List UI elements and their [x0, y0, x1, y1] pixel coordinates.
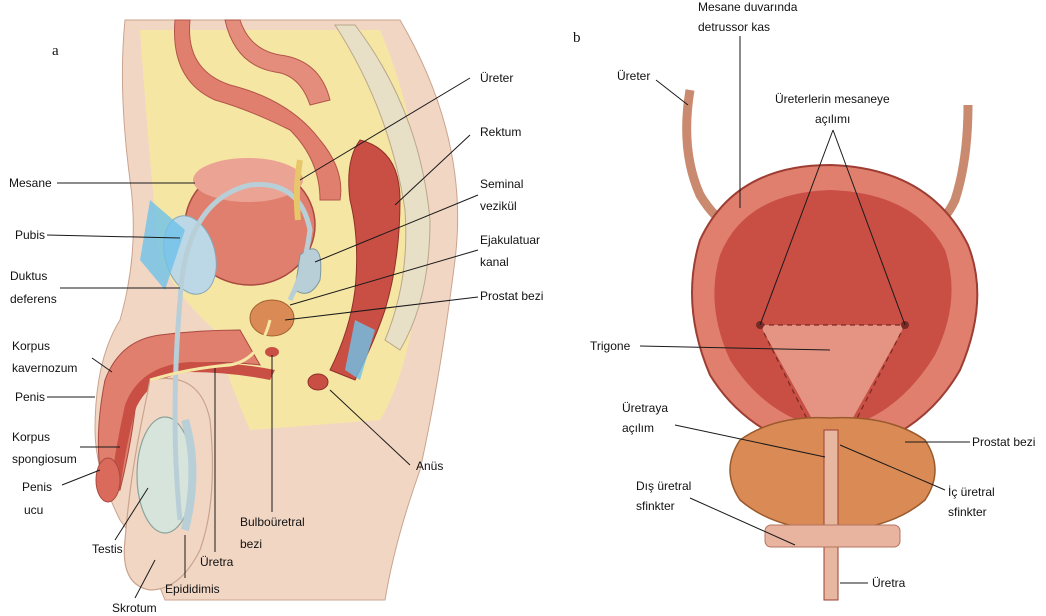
label-penis: Penis — [15, 390, 45, 404]
label-acilim-1: Üreterlerin mesaneye — [775, 92, 890, 106]
label-epididimis: Epididimis — [165, 582, 220, 596]
label-testis: Testis — [92, 542, 123, 556]
label-prostat-b: Prostat bezi — [972, 435, 1035, 449]
bladder-dome — [193, 158, 303, 202]
external-sphincter — [765, 525, 900, 547]
label-dis-2: sfinkter — [636, 499, 675, 513]
label-uretraya-2: açılım — [622, 421, 654, 435]
label-prostat-a: Prostat bezi — [480, 289, 543, 303]
label-korpus-kav-1: Korpus — [12, 339, 50, 353]
label-uretra-b: Üretra — [872, 576, 906, 590]
label-acilim-2: açılımı — [815, 112, 850, 126]
urethra-tube — [824, 430, 838, 600]
label-korpus-spon-2: spongiosum — [12, 452, 77, 466]
label-penis-ucu-1: Penis — [22, 480, 52, 494]
panel-a-letter: a — [52, 43, 59, 59]
label-seminal-1: Seminal — [480, 177, 523, 191]
label-ureter-a: Üreter — [480, 71, 513, 85]
label-ejak-1: Ejakulatuar — [480, 233, 540, 247]
leader-penis-ucu — [62, 470, 100, 485]
panel-b-illustration — [687, 90, 978, 600]
label-skrotum: Skrotum — [112, 601, 157, 615]
ureter-tube — [297, 160, 300, 220]
label-rektum: Rektum — [480, 125, 521, 139]
label-uretra-a: Üretra — [200, 555, 234, 569]
label-duktus-2: deferens — [10, 292, 57, 306]
label-bulbo-1: Bulboüretral — [240, 515, 305, 529]
label-anus: Anüs — [416, 459, 443, 473]
label-uretraya-1: Üretraya — [622, 401, 668, 415]
label-trigone: Trigone — [590, 339, 631, 353]
label-ureter-b: Üreter — [617, 69, 650, 83]
panel-b-letter: b — [573, 30, 581, 46]
label-dis-1: Dış üretral — [636, 479, 691, 493]
glans — [96, 458, 120, 502]
anal-sphincter — [308, 374, 328, 390]
leader-ureter-b — [656, 80, 688, 105]
label-seminal-2: vezikül — [480, 199, 517, 213]
label-bulbo-2: bezi — [240, 537, 262, 551]
panel-a-illustration — [95, 20, 458, 600]
label-pubis: Pubis — [15, 228, 45, 242]
label-detrusor-1: Mesane duvarında — [698, 0, 798, 14]
label-penis-ucu-2: ucu — [24, 503, 43, 517]
label-ic-1: İç üretral — [948, 485, 995, 499]
label-ejak-2: kanal — [480, 255, 509, 269]
label-korpus-spon-1: Korpus — [12, 430, 50, 444]
prostate — [250, 300, 294, 336]
label-ic-2: sfinkter — [948, 505, 987, 519]
label-korpus-kav-2: kavernozum — [12, 361, 77, 375]
label-duktus-1: Duktus — [10, 269, 47, 283]
label-detrusor-2: detrussor kas — [698, 20, 770, 34]
label-mesane: Mesane — [9, 176, 52, 190]
